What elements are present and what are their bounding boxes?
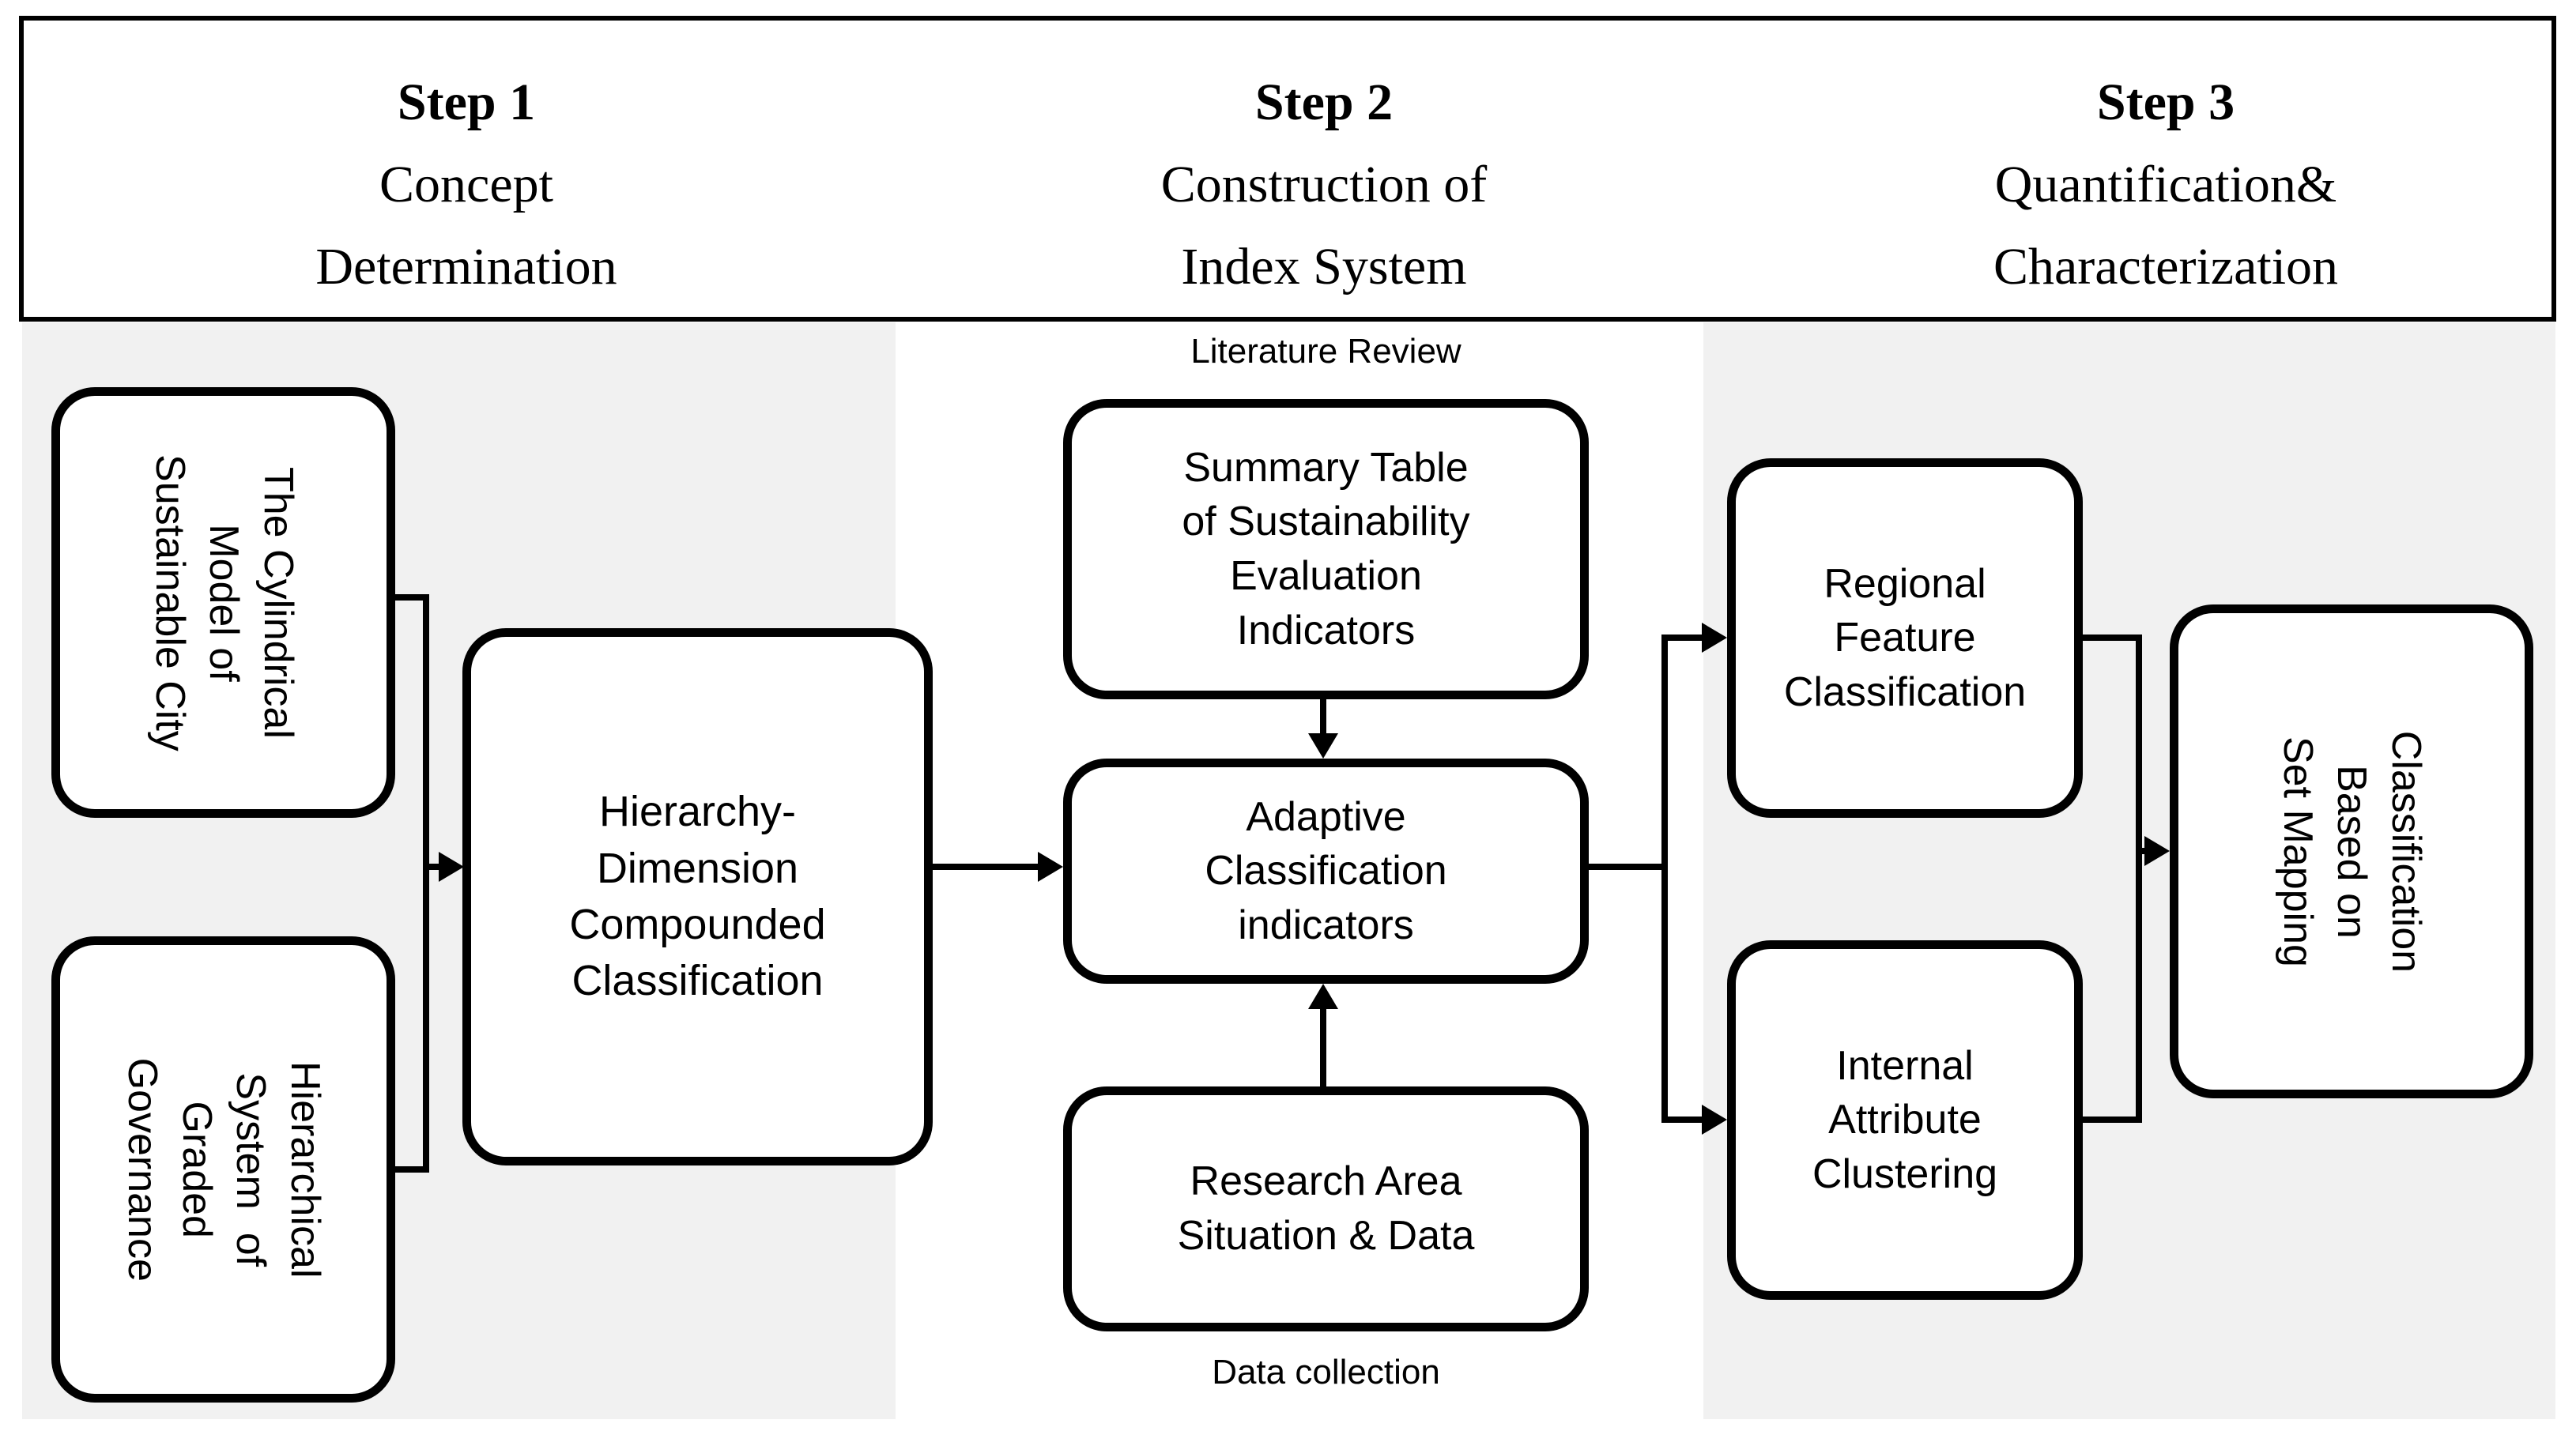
connector-branch-to-regional (1661, 635, 1705, 641)
arrowhead-into-setmapping (2144, 836, 2170, 866)
box-regional-feature-classification: Regional Feature Classification (1727, 458, 2083, 818)
box-summary-table-text: Summary Table of Sustainability Evaluati… (1182, 444, 1470, 653)
box-adaptive-indicators-text: Adaptive Classification indicators (1205, 793, 1447, 948)
step1-line2: Determination (315, 238, 617, 296)
connector-internal-out (2083, 1117, 2142, 1123)
box-hierarchy-dimension-text: Hierarchy- Dimension Compounded Classifi… (569, 788, 826, 1005)
step2-title: Step 2 Construction of Index System (968, 62, 1680, 308)
arrowhead-into-adaptive-left (1038, 852, 1063, 882)
step3-line1: Quantification& (1994, 156, 2337, 213)
box-summary-table: Summary Table of Sustainability Evaluati… (1063, 399, 1589, 699)
connector-research-up (1320, 1007, 1326, 1086)
step3-line2: Characterization (1993, 238, 2339, 296)
box-regional-feature-text: Regional Feature Classification (1783, 560, 2027, 715)
arrowhead-into-adaptive-top (1308, 733, 1338, 759)
arrowhead-into-regional (1702, 623, 1727, 653)
connector-left-bracket-vertical (423, 594, 429, 1173)
box-cylindrical-model-text: The Cylindrical Model of Sustainable Cit… (146, 454, 301, 751)
box-research-area-data-text: Research Area Situation & Data (1177, 1158, 1475, 1259)
box-hierarchical-governance: Hierarchical System of Graded Governance (51, 936, 395, 1403)
step3-title: Step 3 Quantification& Characterization (1810, 62, 2521, 308)
box-research-area-data: Research Area Situation & Data (1063, 1086, 1589, 1331)
connector-into-setmapping (2139, 848, 2148, 854)
box-hierarchical-governance-text: Hierarchical System of Graded Governance (119, 1057, 328, 1282)
box-internal-attribute-clustering: Internal Attribute Clustering (1727, 940, 2083, 1300)
connector-into-hierarchy (426, 864, 442, 870)
box-classification-set-mapping-text: Classification Based on Set Mapping (2274, 730, 2429, 973)
label-literature-review: Literature Review (1190, 332, 1461, 371)
box-classification-set-mapping: Classification Based on Set Mapping (2170, 604, 2533, 1098)
connector-hierarchy-to-adaptive (933, 864, 1040, 870)
box-internal-attribute-text: Internal Attribute Clustering (1812, 1042, 1998, 1197)
connector-summary-down (1320, 699, 1326, 739)
step1-title: Step 1 Concept Determination (111, 62, 822, 308)
connector-branch-vertical (1661, 635, 1668, 1123)
connector-regional-out (2083, 635, 2142, 641)
step2-number: Step 2 (1254, 73, 1394, 131)
step3-number: Step 3 (2096, 73, 2235, 131)
step1-line1: Concept (379, 156, 553, 213)
header-box: Step 1 Concept Determination Step 2 Cons… (19, 16, 2556, 322)
step2-line1: Construction of (1160, 156, 1488, 213)
step2-line2: Index System (1181, 238, 1467, 296)
box-adaptive-indicators: Adaptive Classification indicators (1063, 759, 1589, 984)
box-hierarchy-dimension-classification: Hierarchy- Dimension Compounded Classifi… (462, 628, 933, 1165)
connector-branch-to-internal (1661, 1117, 1705, 1123)
box-cylindrical-model: The Cylindrical Model of Sustainable Cit… (51, 387, 395, 818)
connector-cylindrical-out (395, 594, 428, 601)
label-data-collection: Data collection (1212, 1353, 1440, 1391)
arrowhead-into-hierarchy (439, 852, 464, 882)
connector-merge-vertical (2136, 635, 2142, 1123)
arrowhead-into-internal (1702, 1105, 1727, 1135)
connector-adaptive-out (1589, 864, 1668, 870)
arrowhead-into-adaptive-bottom (1308, 984, 1338, 1009)
connector-governance-out (395, 1166, 428, 1173)
step1-number: Step 1 (397, 73, 536, 131)
